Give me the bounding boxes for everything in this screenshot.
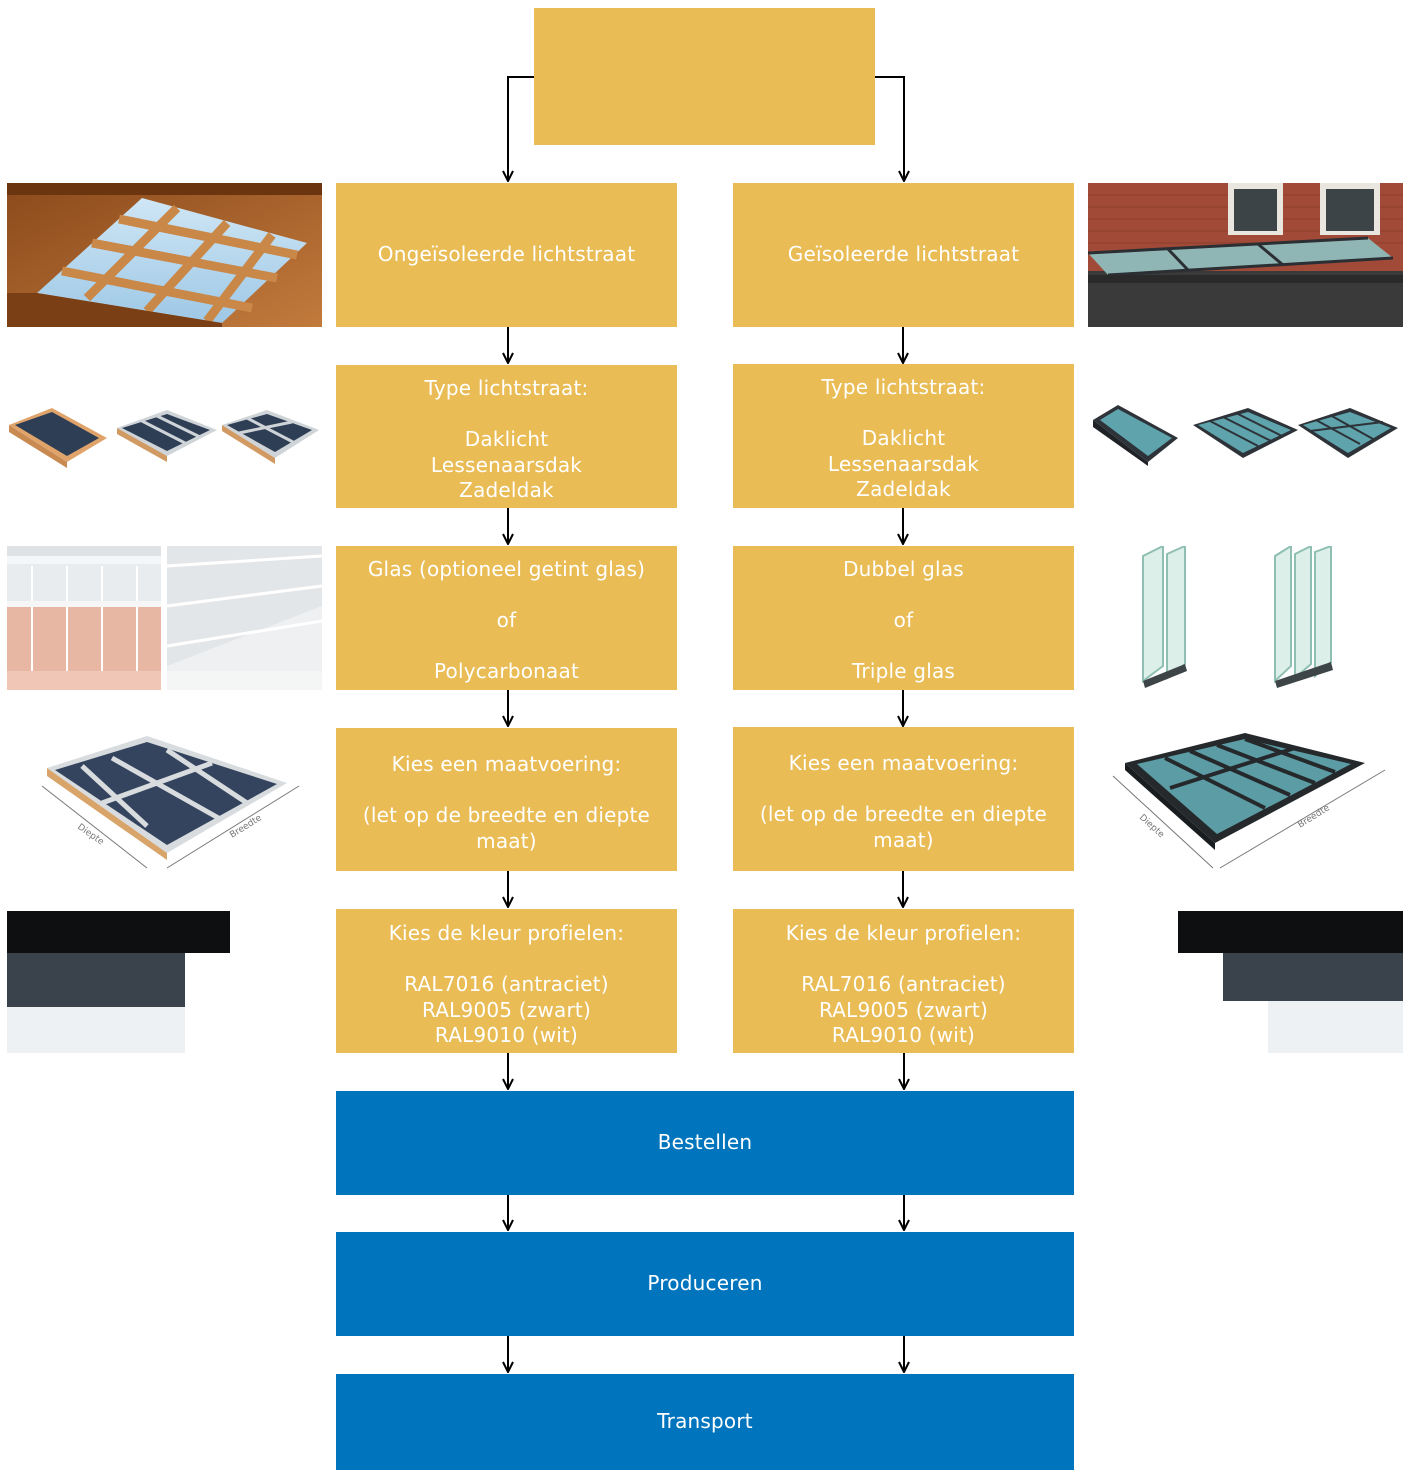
produce-step-label: Produceren: [647, 1271, 763, 1296]
left-title-box: Ongeïsoleerde lichtstraat: [336, 183, 677, 327]
right-size-box: Kies een maatvoering: (let op de breedte…: [733, 727, 1074, 871]
left-glass-line: of: [496, 608, 517, 632]
transport-step-label: Transport: [657, 1409, 753, 1434]
right-color-box: Kies de kleur profielen: RAL7016 (antrac…: [733, 909, 1074, 1053]
right-size-line: Kies een maatvoering:: [788, 751, 1019, 775]
right-type-line: Zadeldak: [856, 477, 951, 501]
profile-colour-samples: [1143, 909, 1403, 1053]
right-type-line: Lessenaarsdak: [827, 451, 980, 476]
left-type-line: Daklicht: [464, 427, 549, 451]
wooden-roof-skylight-photo: [7, 183, 322, 327]
right-size-line: maat): [873, 827, 934, 852]
left-glass-line: Polycarbonaat: [433, 659, 579, 683]
left-color-line: Kies de kleur profielen:: [388, 921, 625, 945]
skylight-dimensions-render: Diepte Breedte: [1095, 728, 1395, 871]
left-type-line: Zadeldak: [459, 478, 554, 502]
right-glass-line: Triple glas: [851, 659, 956, 683]
right-color-line: RAL7016 (antraciet): [801, 972, 1006, 996]
left-type-box: Type lichtstraat: Daklicht Lessenaarsdak…: [336, 365, 677, 508]
left-color-line: RAL7016 (antraciet): [404, 972, 609, 996]
glass-and-polycarbonate-photos: [7, 546, 322, 690]
right-glass-line: Dubbel glas: [843, 557, 964, 581]
skylight-types-render: [7, 400, 322, 475]
right-type-line: Type lichtstraat:: [821, 375, 986, 399]
right-title-label: Geïsoleerde lichtstraat: [787, 242, 1020, 267]
start-box: [534, 8, 875, 145]
left-type-line: Type lichtstraat:: [424, 376, 589, 400]
arrow-top-right: [875, 76, 904, 181]
transport-step-box: Transport: [336, 1374, 1074, 1470]
right-size-line: (let op de breedte en diepte: [759, 802, 1048, 826]
right-color-line: RAL9005 (zwart): [819, 997, 988, 1022]
left-size-line: maat): [476, 828, 537, 853]
left-size-line: (let op de breedte en diepte: [362, 803, 651, 827]
right-glass-line: of: [893, 608, 914, 632]
left-size-line: Kies een maatvoering:: [391, 752, 622, 776]
insulated-skylight-photo: [1088, 183, 1403, 327]
right-type-box: Type lichtstraat: Daklicht Lessenaarsdak…: [733, 364, 1074, 508]
arrow-top-left: [508, 76, 534, 181]
right-glass-box: Dubbel glas of Triple glas: [733, 546, 1074, 690]
profile-colour-samples: [7, 909, 262, 1053]
left-color-line: RAL9010 (wit): [434, 1023, 579, 1047]
right-color-line: Kies de kleur profielen:: [785, 921, 1022, 945]
produce-step-box: Produceren: [336, 1232, 1074, 1336]
left-type-line: Lessenaarsdak: [430, 452, 583, 477]
skylight-dimensions-render: Diepte Breedte: [7, 728, 322, 871]
left-color-box: Kies de kleur profielen: RAL7016 (antrac…: [336, 909, 677, 1053]
double-and-triple-glass-render: [1125, 546, 1355, 690]
order-step-label: Bestellen: [657, 1130, 753, 1155]
left-glass-line: Glas (optioneel getint glas): [367, 557, 646, 581]
right-title-box: Geïsoleerde lichtstraat: [733, 183, 1074, 327]
left-size-box: Kies een maatvoering: (let op de breedte…: [336, 728, 677, 871]
left-title-label: Ongeïsoleerde lichtstraat: [377, 242, 636, 267]
left-color-line: RAL9005 (zwart): [422, 997, 591, 1022]
right-color-line: RAL9010 (wit): [831, 1023, 976, 1047]
skylight-types-render: [1088, 400, 1403, 470]
left-glass-box: Glas (optioneel getint glas) of Polycarb…: [336, 546, 677, 690]
right-type-line: Daklicht: [861, 426, 946, 450]
order-step-box: Bestellen: [336, 1091, 1074, 1195]
